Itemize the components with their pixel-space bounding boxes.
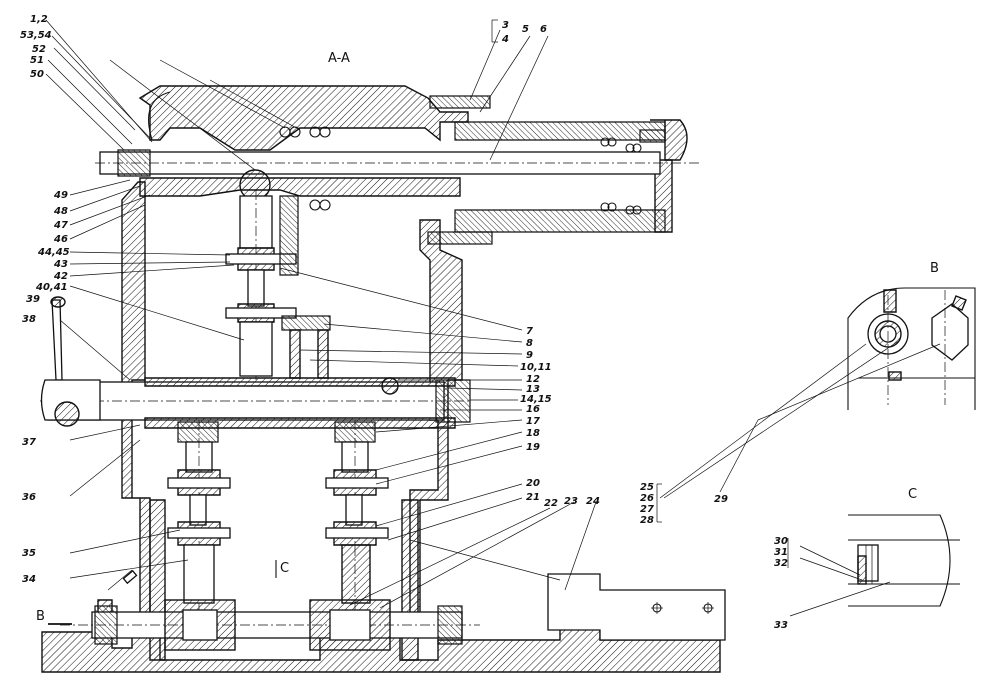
label-36: 36: [22, 492, 36, 503]
label-39: 39: [26, 294, 40, 305]
top-labels: 3 4 5 6: [491, 19, 547, 45]
label-47: 47: [53, 220, 68, 231]
lower-shaft-band-bottom: [144, 417, 456, 429]
label-26: 26: [640, 493, 654, 504]
label-14-15: 14,15: [520, 394, 552, 405]
label-48: 48: [53, 206, 68, 217]
right-tube-housing-lower: [454, 209, 666, 233]
bottom-right-nut: [437, 605, 463, 645]
cut-marker-b: B: [36, 609, 45, 624]
label-23: 23: [564, 496, 578, 507]
label-31: 31: [774, 547, 788, 558]
upper-bearing-band: [139, 177, 461, 197]
hand-lever: [40, 296, 101, 427]
lower-right-link: [325, 420, 389, 640]
label-17: 17: [526, 416, 540, 427]
label-43: 43: [53, 259, 68, 270]
label-22: 22: [544, 498, 558, 509]
label-37: 37: [22, 437, 36, 448]
label-9: 9: [526, 350, 533, 361]
main-section-view: B C A-A: [36, 51, 726, 673]
cut-marker-c: C: [280, 561, 289, 576]
label-50: 50: [30, 69, 44, 80]
label-19: 19: [526, 442, 540, 453]
detail-view-b: B 25 26 27 28 29: [640, 261, 976, 526]
detail-view-c: C 30 31 32 33: [774, 487, 960, 631]
label-7: 7: [526, 326, 533, 337]
label-38: 38: [22, 314, 36, 325]
right-end-nut: [435, 379, 471, 423]
leader-lines: [45, 19, 597, 609]
lower-shaft-band-top: [144, 377, 456, 387]
label-44-45: 44,45: [37, 247, 70, 258]
label-20: 20: [526, 478, 540, 489]
label-8: 8: [526, 338, 533, 349]
label-25: 25: [640, 482, 654, 493]
label-24: 24: [586, 496, 600, 507]
base-lug: [547, 573, 726, 641]
label-10-11: 10,11: [520, 362, 552, 373]
label-49: 49: [53, 190, 68, 201]
label-16: 16: [526, 404, 540, 415]
label-40-41: 40,41: [35, 282, 68, 293]
label-12: 12: [526, 374, 540, 385]
label-4: 4: [501, 34, 509, 45]
label-1-2: 1,2: [30, 14, 48, 25]
right-end-flange: [654, 159, 673, 233]
label-30: 30: [774, 536, 788, 547]
bottom-left-nut: [94, 605, 118, 645]
label-21: 21: [526, 492, 540, 503]
label-52: 52: [32, 44, 46, 55]
right-tube-housing: [454, 121, 666, 141]
label-46: 46: [53, 234, 68, 245]
label-32: 32: [774, 558, 788, 569]
label-13: 13: [526, 384, 540, 395]
lower-ball-joint: [381, 377, 399, 395]
right-bracket-assembly: [281, 315, 331, 379]
label-29: 29: [714, 494, 728, 505]
label-3: 3: [502, 20, 509, 31]
mid-bolt: [427, 231, 493, 245]
label-27: 27: [640, 504, 654, 515]
label-35: 35: [22, 548, 36, 559]
upper-shaft-left-end: [117, 149, 151, 177]
view-c-title: C: [908, 487, 917, 502]
section-title: A-A: [328, 51, 350, 66]
lower-left-link: [167, 420, 231, 640]
right-cap-bolt: [639, 129, 666, 143]
cover-arc: [148, 91, 171, 141]
label-51: 51: [30, 55, 44, 66]
label-18: 18: [526, 428, 540, 439]
right-labels: 7 8 9 10,11 12 13 14,15 16 17 18 19 20 2…: [520, 326, 600, 509]
label-33: 33: [774, 620, 788, 631]
label-42: 42: [53, 271, 68, 282]
top-bolt: [429, 95, 491, 109]
left-labels: 1,2 53,54 52 51 50 49 48 47 46 44,45 43 …: [20, 14, 70, 585]
label-28: 28: [640, 515, 654, 526]
upper-link-assembly: [225, 190, 299, 380]
top-cover: [138, 85, 469, 151]
label-5: 5: [522, 24, 529, 35]
label-6: 6: [540, 24, 547, 35]
label-34: 34: [22, 574, 36, 585]
view-b-title: B: [930, 261, 939, 276]
label-53-54: 53,54: [20, 30, 52, 41]
